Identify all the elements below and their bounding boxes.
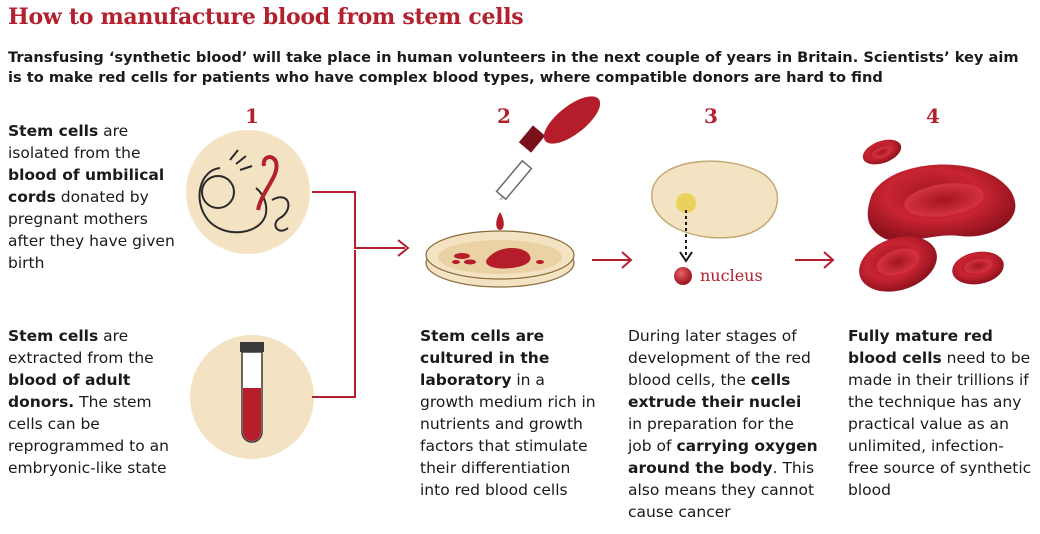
umbilical-baby-illustration — [186, 130, 310, 254]
step1b-text: Stem cells are extracted from the blood … — [8, 325, 186, 479]
step3-text-2: in preparation for the job of — [628, 415, 794, 455]
step1a-bold-2: blood of umbilical cords — [8, 166, 165, 206]
step-number-4: 4 — [926, 104, 940, 128]
step-number-2: 2 — [497, 104, 511, 128]
step-number-1: 1 — [245, 104, 259, 128]
step3-text: During later stages of development of th… — [628, 325, 818, 523]
dropper-illustration — [495, 96, 601, 230]
connector-arrows-step1 — [312, 191, 410, 398]
step3-bold-2: carrying oxygen around the body — [628, 437, 818, 477]
step1b-bold-1: Stem cells — [8, 327, 99, 345]
step-number-3: 3 — [704, 104, 718, 128]
cell-nucleus-illustration — [651, 160, 779, 285]
step1a-bold-1: Stem cells — [8, 122, 99, 140]
red-blood-cells-illustration — [859, 139, 1016, 292]
petri-dish-illustration — [425, 230, 575, 288]
step1a-text-1: are isolated from the — [8, 122, 141, 162]
step4-bold-1: Fully mature red blood cells — [848, 327, 993, 367]
step1a-text: Stem cells are isolated from the blood o… — [8, 120, 180, 274]
page-title: How to manufacture blood from stem cells — [8, 4, 524, 30]
step2-bold-1: Stem cells are cultured in the laborator… — [420, 327, 550, 389]
step1a-text-2: donated by pregnant mothers after they h… — [8, 188, 175, 272]
arrow-step3-to-4 — [795, 251, 835, 269]
step4-text-1: need to be made in their trillions if th… — [848, 349, 1032, 499]
step3-text-3: . This also means they cannot cause canc… — [628, 459, 815, 521]
step1b-text-2: The stem cells can be reprogrammed to an… — [8, 393, 169, 477]
test-tube-illustration — [190, 335, 314, 459]
step3-bold-1: cells extrude their nuclei — [628, 371, 802, 411]
step3-text-1: During later stages of development of th… — [628, 327, 811, 389]
step1b-bold-2: blood of adult donors. — [8, 371, 131, 411]
arrow-step2-to-3 — [592, 251, 633, 269]
subtitle: Transfusing ‘synthetic blood’ will take … — [8, 49, 1019, 86]
step4-text: Fully mature red blood cells need to be … — [848, 325, 1032, 501]
step1b-text-1: are extracted from the — [8, 327, 154, 367]
step2-text: Stem cells are cultured in the laborator… — [420, 325, 600, 501]
nucleus-label: nucleus — [700, 266, 763, 285]
step2-text-1: in a growth medium rich in nutrients and… — [420, 371, 596, 499]
